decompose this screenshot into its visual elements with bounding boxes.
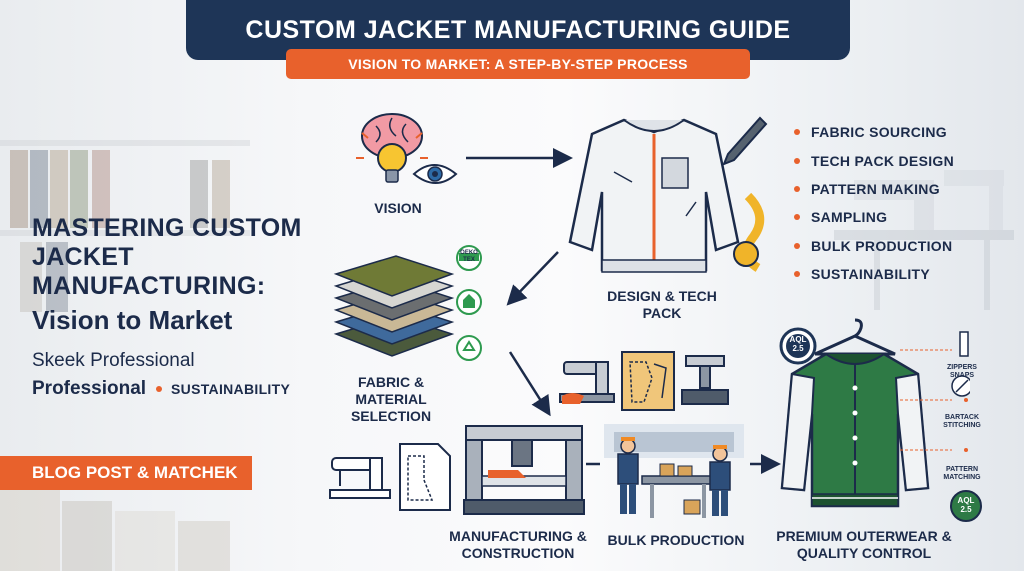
eye-icon bbox=[412, 164, 458, 184]
intro-tag-small: SUSTAINABILITY bbox=[171, 381, 291, 397]
worker-icon bbox=[709, 445, 731, 516]
vision-illustration bbox=[356, 113, 458, 184]
intro-tag-bold: Professional bbox=[32, 378, 147, 399]
intro-tagline: Skeek Professional bbox=[32, 350, 195, 371]
list-item: FABRIC SOURCING bbox=[794, 118, 954, 146]
pen-icon bbox=[722, 116, 768, 166]
intro-tag-row: Professional SUSTAINABILITY bbox=[32, 378, 332, 400]
list-item: SAMPLING bbox=[794, 203, 954, 231]
subtitle-banner: VISION TO MARKET: A STEP-BY-STEP PROCESS bbox=[286, 49, 750, 79]
stage-bulk-label: BULK PRODUCTION bbox=[607, 532, 745, 548]
pattern-matching-callout: PATTERN MATCHING bbox=[943, 466, 981, 482]
bullet-dot bbox=[794, 271, 800, 278]
intro-heading: MASTERING CUSTOM JACKET MANUFACTURING: bbox=[32, 214, 302, 300]
intro-panel: MASTERING CUSTOM JACKET MANUFACTURING: V… bbox=[32, 214, 332, 400]
pattern-paper-icon bbox=[621, 351, 675, 411]
bullet-dot bbox=[794, 214, 800, 221]
aql-badge-top-text: AQL 2.5 bbox=[789, 335, 807, 354]
thread-icon bbox=[951, 375, 970, 397]
stage-manufacturing-label: MANUFACTURING & CONSTRUCTION bbox=[449, 528, 587, 561]
industrial-sewing-machine-icon bbox=[463, 425, 585, 515]
measuring-tape-icon bbox=[733, 192, 765, 272]
zippers-callout: ZIPPERS SNAPS bbox=[947, 364, 977, 380]
hanger-icon bbox=[814, 318, 896, 356]
worker-icon bbox=[617, 437, 639, 514]
varsity-jacket-illustration bbox=[780, 318, 930, 508]
process-steps-list: FABRIC SOURCING TECH PACK DESIGN PATTERN… bbox=[794, 118, 954, 288]
bullet-dot bbox=[794, 185, 800, 192]
page-subtitle: VISION TO MARKET: A STEP-BY-STEP PROCESS bbox=[348, 56, 688, 72]
background-fabric-shelves bbox=[0, 140, 250, 312]
certification-badges bbox=[456, 245, 482, 361]
sewing-machine-outline-icon bbox=[329, 457, 391, 499]
aql-badge-bottom-text: AQL 2.5 bbox=[957, 496, 975, 515]
fabric-stack-icon bbox=[333, 255, 455, 357]
zipper-icon bbox=[959, 331, 969, 357]
bullet-dot bbox=[794, 129, 800, 136]
bomber-jacket-illustration bbox=[568, 118, 740, 273]
recycle-icon bbox=[462, 340, 476, 351]
bullet-dot bbox=[156, 386, 163, 392]
bullet-dot bbox=[794, 157, 800, 164]
pattern-sheet-icon bbox=[399, 443, 451, 511]
lightbulb-icon bbox=[356, 132, 428, 183]
sewing-machine-icon bbox=[559, 361, 615, 404]
detail-callout-icons bbox=[900, 331, 970, 452]
page-title: CUSTOM JACKET MANUFACTURING GUIDE bbox=[245, 15, 791, 44]
blog-post-label: BLOG POST & MATCHEK bbox=[32, 463, 238, 482]
background-sewing-machines bbox=[834, 170, 1014, 310]
stage-vision-label: VISION bbox=[374, 200, 422, 216]
bulk-production-illustration bbox=[604, 424, 744, 518]
blog-post-button[interactable]: BLOG POST & MATCHEK bbox=[0, 456, 252, 490]
aql-badge-bottom bbox=[950, 490, 982, 522]
list-item: SUSTAINABILITY bbox=[794, 260, 954, 288]
cutting-machine-icon bbox=[681, 355, 729, 405]
oeko-tex-badge: OEKO TEX bbox=[460, 250, 478, 263]
stage-premium-label: PREMIUM OUTERWEAR & QUALITY CONTROL bbox=[776, 528, 952, 561]
stage-fabric-label: FABRIC & MATERIAL SELECTION bbox=[350, 374, 432, 424]
intro-heading-line2: Vision to Market bbox=[32, 305, 233, 335]
stage-design-label: DESIGN & TECH PACK bbox=[607, 288, 717, 321]
list-item: PATTERN MAKING bbox=[794, 175, 954, 203]
background-fabric-rolls bbox=[0, 481, 230, 571]
bartack-callout: BARTACK STITCHING bbox=[943, 414, 981, 430]
brain-icon bbox=[361, 113, 423, 159]
list-item: BULK PRODUCTION bbox=[794, 232, 954, 260]
bullet-dot bbox=[794, 242, 800, 249]
aql-badge-top bbox=[779, 327, 817, 365]
list-item: TECH PACK DESIGN bbox=[794, 146, 954, 174]
